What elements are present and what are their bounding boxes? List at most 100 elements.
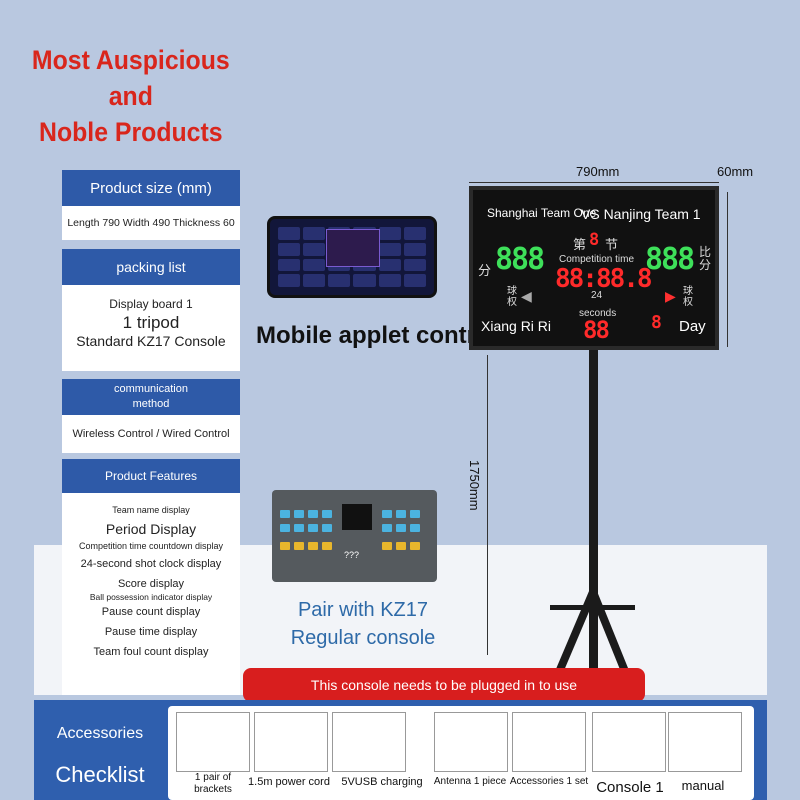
packing-item: Display board 1 bbox=[109, 297, 193, 311]
tripod-leg-center bbox=[589, 588, 598, 668]
console-key bbox=[294, 542, 304, 550]
packing-list-header: packing list bbox=[62, 249, 240, 285]
checklist-title: Checklist bbox=[55, 762, 145, 787]
communication-header: communication method bbox=[62, 379, 240, 415]
possession-left: 球权 bbox=[507, 286, 517, 308]
feature-item: Ball possession indicator display bbox=[89, 591, 213, 602]
console-key bbox=[322, 510, 332, 518]
phone-app-image bbox=[267, 216, 437, 298]
console-key bbox=[322, 524, 332, 532]
accessory-caption: Antenna 1 piece bbox=[433, 776, 507, 787]
communication-value: Wireless Control / Wired Control bbox=[72, 428, 230, 440]
features-header: Product Features bbox=[62, 459, 240, 493]
console-key bbox=[308, 542, 318, 550]
team-right-name: VS Nanjing Team 1 bbox=[581, 206, 701, 222]
pair-label-line-1: Pair with KZ17 bbox=[297, 599, 429, 621]
banner-text: This console needs to be plugged in to u… bbox=[310, 677, 578, 693]
feature-item: Pause count display bbox=[101, 606, 201, 619]
competition-time-label: Competition time bbox=[559, 254, 635, 265]
tripod-pole bbox=[589, 350, 598, 590]
feature-item: Competition time countdown display bbox=[78, 540, 224, 551]
accessory-antenna-image bbox=[434, 712, 508, 772]
feature-item: Score display bbox=[117, 577, 185, 590]
headline-line-2: Noble Products bbox=[39, 117, 223, 147]
console-key bbox=[322, 542, 332, 550]
accessory-caption: 1.5m power cord bbox=[248, 776, 330, 788]
tripod-brace bbox=[550, 605, 635, 610]
communication-title: method bbox=[132, 398, 170, 410]
accessory-caption: 1 pair of brackets bbox=[194, 772, 232, 795]
accessory-caption: manual bbox=[681, 778, 725, 793]
accessory-brackets-image bbox=[176, 712, 250, 772]
accessory-caption: Accessories 1 set bbox=[509, 776, 589, 787]
period-suffix: 节 bbox=[605, 237, 619, 252]
feature-item: 24-second shot clock display bbox=[80, 558, 222, 570]
console-key bbox=[294, 524, 304, 532]
console-key bbox=[410, 510, 420, 518]
console-key bbox=[382, 542, 392, 550]
accessory-power-cord-image bbox=[254, 712, 328, 772]
phone-app-screen bbox=[326, 229, 380, 267]
console-key bbox=[410, 524, 420, 532]
accessory-caption: Console 1 bbox=[596, 779, 664, 796]
width-dimension: 790mm bbox=[576, 164, 620, 179]
shot-clock: 88 bbox=[583, 316, 610, 344]
plug-in-banner: This console needs to be plugged in to u… bbox=[243, 668, 645, 702]
features-title: Product Features bbox=[104, 469, 198, 483]
console-key bbox=[280, 524, 290, 532]
console-key bbox=[396, 524, 406, 532]
score-left: 888 bbox=[495, 242, 545, 277]
feature-item: Pause time display bbox=[104, 625, 198, 638]
score-right: 888 bbox=[645, 242, 695, 277]
height-dimension-line bbox=[727, 192, 728, 347]
period-prefix: 第 bbox=[573, 237, 587, 252]
phone-app-grid bbox=[278, 227, 426, 287]
console-screen bbox=[342, 504, 372, 530]
accessory-manual-image bbox=[668, 712, 742, 772]
stand-dimension: 1750mm bbox=[467, 460, 482, 511]
kz17-console-image: ??? bbox=[272, 490, 437, 582]
console-key bbox=[294, 510, 304, 518]
packing-list-title: packing list bbox=[116, 259, 186, 275]
shot-clock-label: seconds bbox=[579, 308, 617, 319]
team-left-name: Shanghai Team One bbox=[487, 206, 597, 220]
product-size-value: Length 790 Width 490 Thickness 60 bbox=[67, 217, 235, 229]
score-char-right: 比分 bbox=[699, 245, 712, 272]
scoreboard: Shanghai Team One VS Nanjing Team 1 第 8 … bbox=[469, 186, 719, 350]
bottom-left-label: Xiang Ri Ri bbox=[481, 318, 552, 334]
console-key bbox=[308, 524, 318, 532]
accessory-console-image bbox=[592, 712, 666, 772]
console-key bbox=[280, 510, 290, 518]
depth-dimension: 60mm bbox=[717, 164, 754, 179]
width-dimension-line bbox=[469, 182, 719, 183]
features-body: Team name display Period Display Competi… bbox=[62, 493, 240, 695]
console-key bbox=[382, 524, 392, 532]
score-char-left: 分 bbox=[478, 263, 492, 278]
product-size-header: Product size (mm) bbox=[62, 170, 240, 206]
console-key bbox=[382, 510, 392, 518]
competition-time: 88:88.8 bbox=[555, 264, 653, 294]
product-size-body: Length 790 Width 490 Thickness 60 bbox=[62, 206, 240, 240]
possession-right: 球权 bbox=[683, 286, 693, 308]
feature-item: Period Display bbox=[105, 521, 197, 538]
possession-left-arrow-icon: ◀ bbox=[521, 288, 532, 304]
headline-line-1: Most Auspicious and bbox=[31, 45, 230, 111]
bottom-right-label: Day bbox=[679, 318, 706, 335]
feature-item: Team foul count display bbox=[93, 645, 209, 658]
product-size-title: Product size (mm) bbox=[90, 179, 212, 197]
shot-clock-top-label: 24 bbox=[591, 290, 603, 301]
console-key bbox=[410, 542, 420, 550]
stand-dimension-line bbox=[487, 355, 488, 655]
feature-item: Team name display bbox=[112, 505, 190, 515]
period-value: 8 bbox=[589, 230, 600, 250]
headline: Most Auspicious and Noble Products bbox=[25, 42, 237, 150]
foul-right: 8 bbox=[651, 312, 662, 333]
pair-console-label: Pair with KZ17 Regular console bbox=[278, 596, 448, 652]
packing-item: Standard KZ17 Console bbox=[76, 333, 226, 350]
console-key bbox=[280, 542, 290, 550]
communication-body: Wireless Control / Wired Control bbox=[62, 415, 240, 453]
console-key bbox=[396, 510, 406, 518]
packing-list-body: Display board 1 1 tripod Standard KZ17 C… bbox=[62, 285, 240, 371]
console-key bbox=[308, 510, 318, 518]
accessory-parts-image bbox=[512, 712, 586, 772]
